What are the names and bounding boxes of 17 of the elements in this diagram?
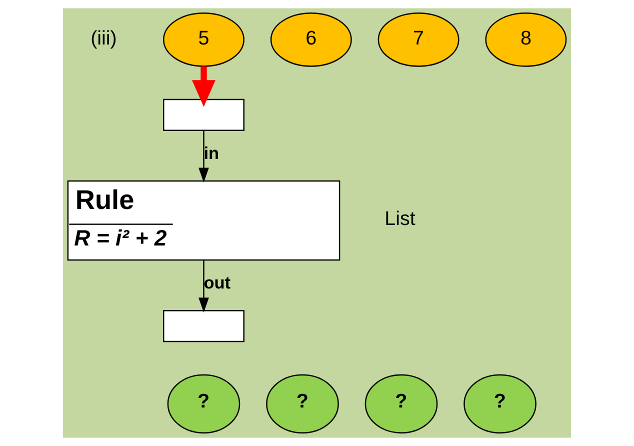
edge-label: in (204, 143, 220, 164)
node-ellipse: 7 (378, 12, 460, 67)
node-ellipse: ? (464, 374, 536, 434)
node-ellipse: ? (364, 374, 438, 434)
arrow (198, 130, 209, 183)
node-ellipse: 8 (485, 12, 567, 67)
arrow (198, 260, 209, 312)
node-ellipse: ? (266, 374, 339, 434)
node-box (163, 98, 244, 132)
label: (iii) (90, 27, 117, 50)
node-ellipse: ? (167, 374, 240, 434)
node-ellipse: 5 (163, 12, 244, 67)
node-ellipse: 6 (270, 12, 352, 67)
node-box (163, 310, 244, 342)
edge-label: out (204, 272, 231, 293)
label: List (384, 208, 416, 230)
arrow (192, 66, 216, 107)
